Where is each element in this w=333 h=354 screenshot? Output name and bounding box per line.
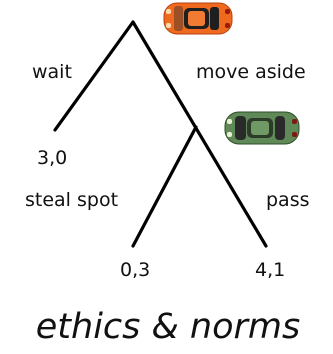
caption: ethics & norms [36,307,301,347]
edge-root-move-aside [131,20,268,248]
payoff-wait: 3,0 [37,147,67,169]
edge-root-wait [53,20,135,132]
action-label-wait: wait [32,61,72,83]
edge-node2-steal-spot [131,125,198,248]
action-label-steal-spot: steal spot [25,189,118,211]
green-car-icon [224,111,300,145]
payoff-pass: 4,1 [255,259,285,281]
action-label-move-aside: move aside [196,61,306,83]
action-label-pass: pass [266,189,310,211]
payoff-steal-spot: 0,3 [120,259,150,281]
orange-car-icon [163,2,233,35]
